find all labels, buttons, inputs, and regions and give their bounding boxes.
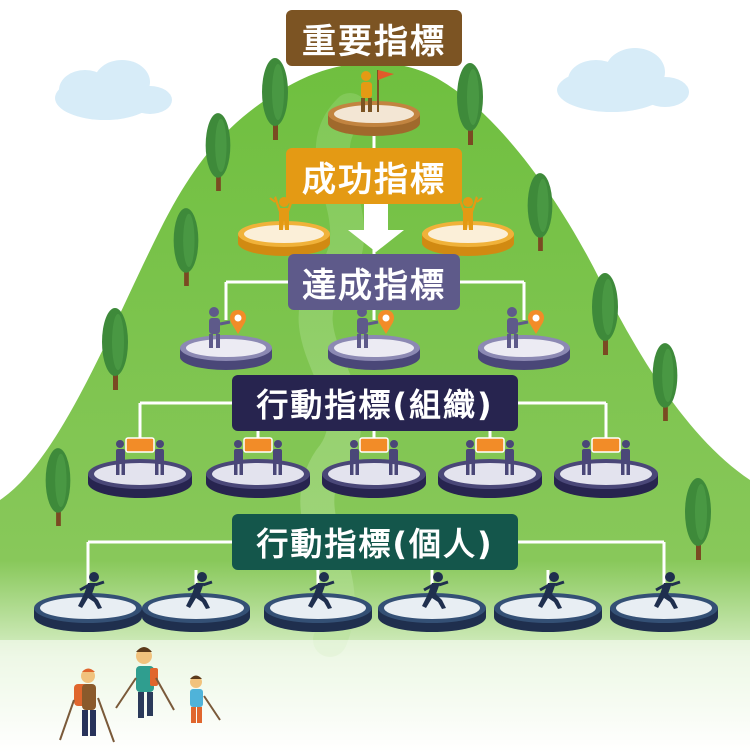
people-carrying-board-icon: [582, 437, 630, 475]
podium: [328, 335, 420, 370]
podium: [610, 593, 718, 632]
tree-icon: [457, 63, 483, 145]
people-carrying-board-icon: [466, 437, 514, 475]
tree-icon: [527, 173, 553, 251]
person-with-map-pin-icon: [209, 307, 246, 348]
runner-icon: [186, 572, 213, 609]
flag-bearer-icon: [361, 70, 394, 112]
tree-icon: [173, 208, 199, 286]
podium: [494, 593, 602, 632]
hiker-icon: [115, 647, 175, 718]
tree-icon: [262, 58, 288, 140]
podium: [264, 593, 372, 632]
tree-icon: [205, 113, 231, 191]
podium: [554, 459, 658, 498]
down-arrow-icon: [348, 204, 404, 252]
tree-icon: [652, 343, 678, 421]
podium: [238, 221, 330, 256]
runner-icon: [538, 572, 565, 609]
tree-icon: [592, 273, 618, 355]
runner-icon: [78, 572, 105, 609]
key-indicator-label: 重要指標: [286, 10, 462, 66]
organization-action-indicator-label: 行動指標(組織): [232, 375, 518, 431]
podium: [142, 593, 250, 632]
tree-icon: [45, 448, 71, 526]
success-indicator-label: 成功指標: [286, 148, 462, 204]
people-carrying-board-icon: [350, 437, 398, 475]
runner-icon: [654, 572, 681, 609]
cloud-left: [55, 60, 172, 120]
hiker-icon: [190, 675, 221, 723]
podium: [328, 101, 420, 136]
people-carrying-board-icon: [234, 437, 282, 475]
hiker-icon: [59, 668, 115, 743]
podium: [478, 335, 570, 370]
podium: [180, 335, 272, 370]
podium: [34, 593, 142, 632]
cloud-right: [557, 48, 689, 112]
person-with-map-pin-icon: [507, 307, 544, 348]
tree-icon: [685, 478, 711, 560]
achievement-indicator-label: 達成指標: [288, 254, 460, 310]
runner-icon: [422, 572, 449, 609]
runner-icon: [308, 572, 335, 609]
podium: [322, 459, 426, 498]
podium: [206, 459, 310, 498]
tree-icon: [102, 308, 128, 390]
podium: [88, 459, 192, 498]
people-carrying-board-icon: [116, 437, 164, 475]
hikers-illustration: [59, 647, 221, 743]
podium: [422, 221, 514, 256]
podium: [438, 459, 542, 498]
personal-action-indicator-label: 行動指標(個人): [232, 514, 518, 570]
podium: [378, 593, 486, 632]
